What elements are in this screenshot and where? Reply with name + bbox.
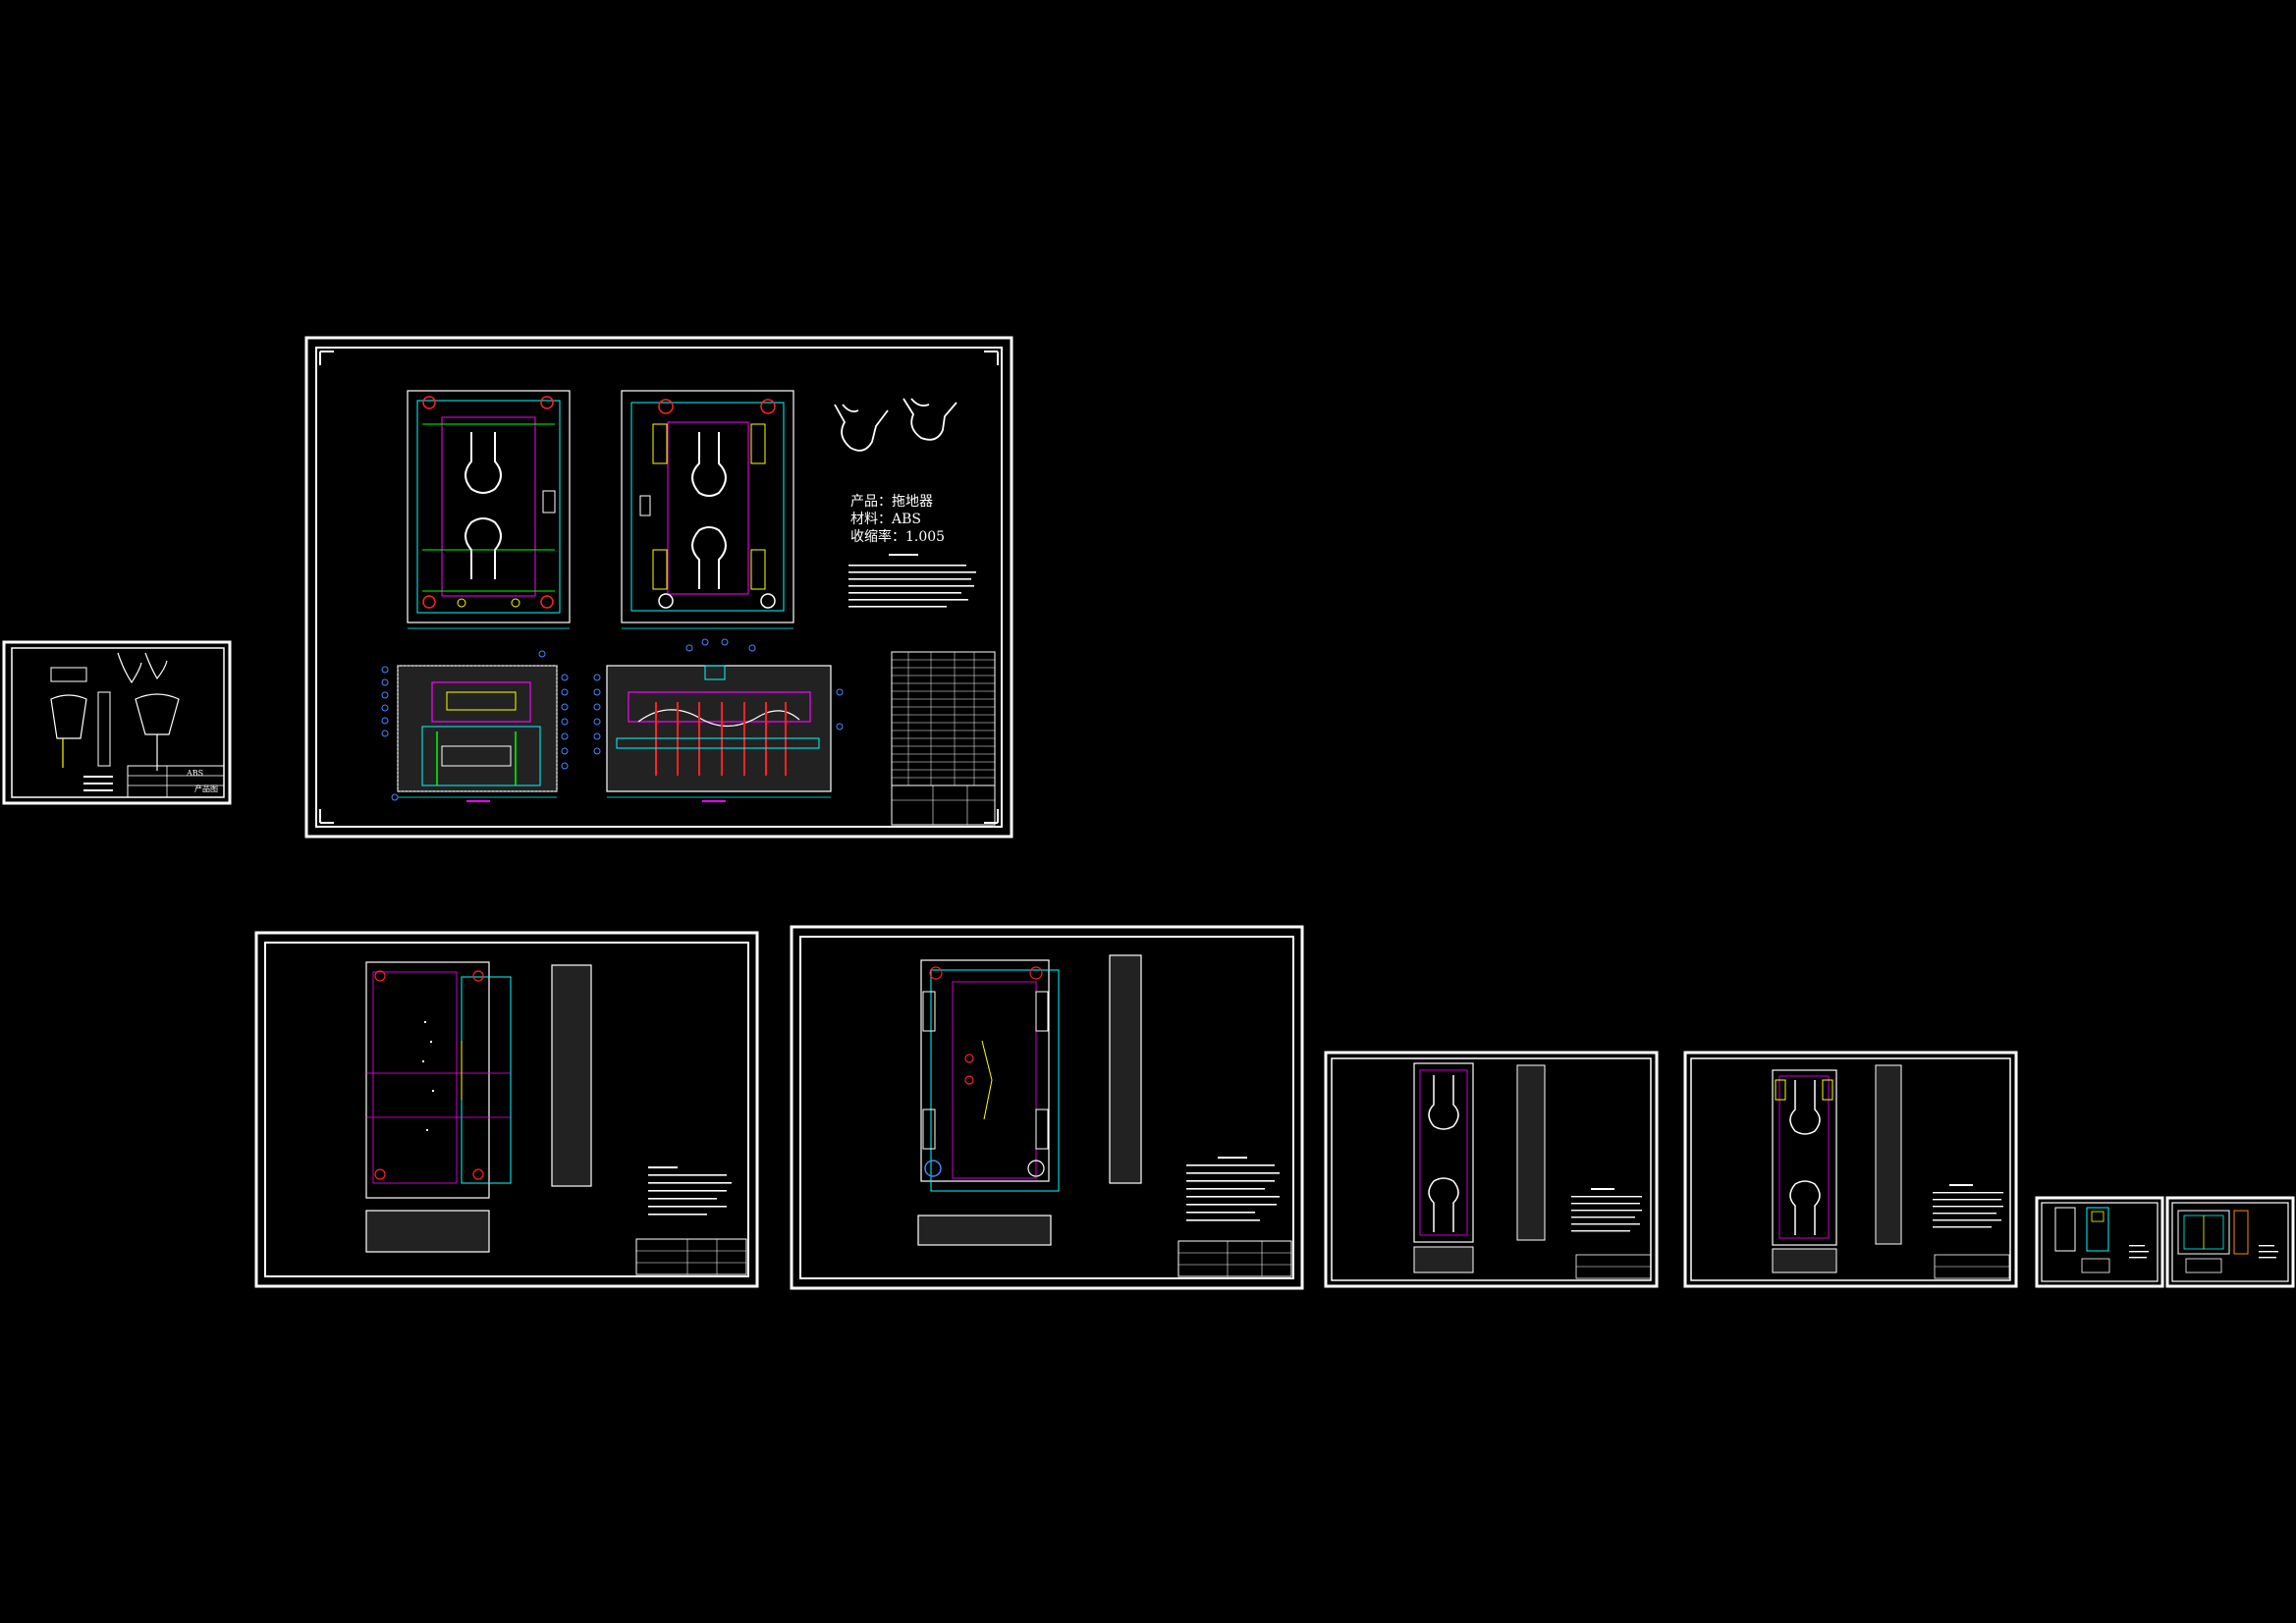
view-top	[50, 667, 87, 682]
product-label: 产品：拖地器	[850, 494, 933, 510]
corner-marks	[319, 351, 999, 824]
material-label: 材料：ABS	[850, 512, 921, 527]
parts-list	[891, 651, 996, 826]
view-right	[135, 693, 180, 735]
shrink-label: 收缩率：1.005	[850, 528, 945, 545]
sheet-insert-2[interactable]	[1683, 1051, 2018, 1288]
iso-products	[834, 398, 957, 452]
title-block	[127, 765, 225, 798]
view-side	[97, 691, 111, 767]
section-view-a	[397, 665, 558, 802]
sheet-small-2[interactable]	[2165, 1196, 2295, 1288]
sheet-plate-2[interactable]	[790, 925, 1304, 1290]
sheet-insert-1[interactable]	[1324, 1051, 1659, 1288]
view-front	[50, 694, 87, 739]
sheet-outer-frame	[304, 336, 1013, 839]
balloons-a	[381, 650, 569, 801]
technical-notes	[848, 554, 976, 608]
plan-view-moving	[621, 390, 794, 629]
iso-part-1	[117, 652, 142, 684]
sheet-assembly-main[interactable]: 产品：拖地器 材料：ABS 收缩率：1.005	[304, 336, 1013, 839]
plan-view-fixed	[407, 390, 571, 629]
material-tag: ABS	[186, 769, 203, 778]
sheet-plate-1[interactable]	[254, 931, 759, 1288]
sheet-inner-frame	[315, 347, 1003, 828]
balloons-b	[593, 638, 844, 755]
section-view-b	[606, 665, 832, 802]
notes-lines	[83, 776, 113, 791]
iso-part-2	[144, 652, 168, 680]
title-tag: 产品图	[194, 784, 218, 793]
sheet-small-1[interactable]	[2035, 1196, 2164, 1288]
sheet-outer-frame	[2, 640, 232, 805]
sheet-inner-frame	[11, 647, 225, 798]
sheet-product-small[interactable]: ABS 产品图	[2, 640, 232, 805]
